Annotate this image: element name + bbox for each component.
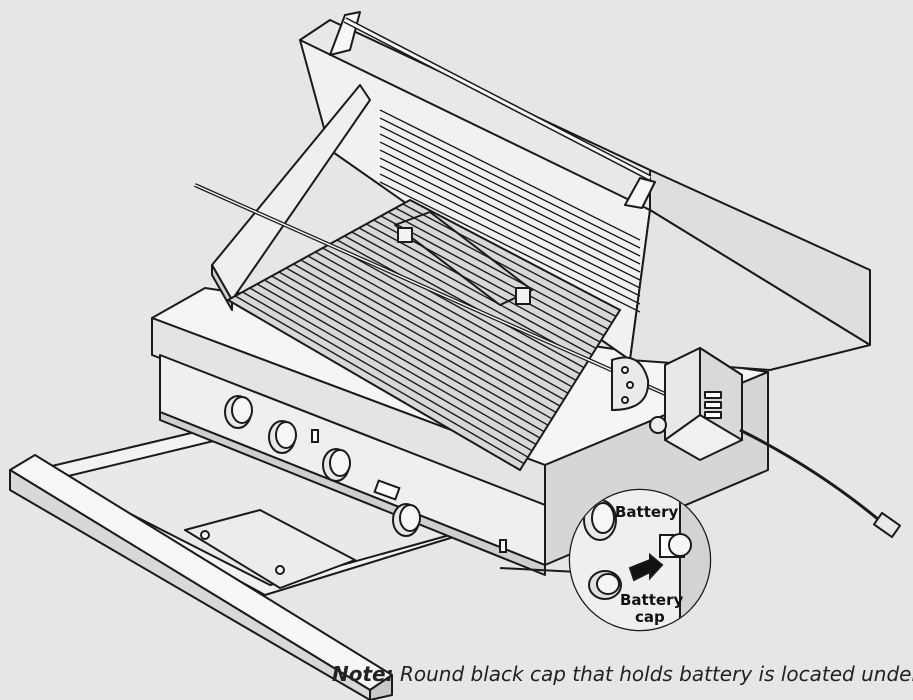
grate-bar bbox=[387, 211, 609, 330]
burner-knob-4-icon[interactable] bbox=[392, 503, 421, 537]
left-side-panel bbox=[211, 84, 371, 311]
battery-label: Battery bbox=[615, 503, 678, 521]
grate-bar bbox=[336, 239, 581, 375]
grate-bar bbox=[300, 259, 561, 407]
rack-bar bbox=[379, 173, 641, 305]
rack-bar bbox=[379, 181, 641, 313]
grate-bar bbox=[242, 291, 529, 458]
battery-callout: Battery Battery cap bbox=[568, 488, 712, 632]
grate-bar bbox=[322, 247, 573, 388]
rotisserie-spit bbox=[194, 183, 691, 407]
grate-bar bbox=[234, 295, 525, 465]
grate-bar bbox=[402, 203, 617, 318]
rotisserie-motor bbox=[649, 347, 902, 539]
grate-bar bbox=[285, 267, 553, 420]
grate-bar bbox=[395, 207, 613, 324]
note-text: Note: Round black cap that holds battery… bbox=[332, 660, 913, 688]
grate-bar bbox=[380, 215, 605, 337]
battery-cap-label-line1: Battery bbox=[620, 591, 683, 609]
callout-leader-line bbox=[499, 567, 579, 573]
rack-bar bbox=[379, 149, 641, 281]
grate-bar bbox=[307, 255, 565, 401]
burner-knob-1-icon[interactable] bbox=[224, 395, 253, 429]
grate-bar bbox=[344, 235, 585, 369]
battery-cap-label-line2: cap bbox=[635, 608, 665, 626]
rack-bar bbox=[379, 117, 641, 249]
note-body: Round black cap that holds battery is lo… bbox=[399, 662, 913, 686]
grate-bar bbox=[409, 199, 621, 311]
grate-bar bbox=[249, 287, 533, 452]
cooking-grates bbox=[225, 198, 622, 472]
grate-bar bbox=[271, 275, 545, 433]
grate-bar bbox=[351, 231, 589, 362]
grate-bar bbox=[329, 243, 577, 382]
grate-bar bbox=[293, 263, 557, 414]
rack-bar bbox=[379, 133, 641, 265]
brand-badge-icon bbox=[373, 479, 401, 501]
grate-bar bbox=[278, 271, 549, 426]
rack-bar bbox=[379, 157, 641, 289]
grate-bar bbox=[358, 227, 593, 356]
burner-knob-2-icon[interactable] bbox=[268, 420, 297, 454]
rack-bar bbox=[379, 109, 641, 241]
grate-bar bbox=[256, 283, 537, 446]
burner-knob-3-icon[interactable] bbox=[322, 448, 351, 482]
grate-bar bbox=[264, 279, 541, 439]
grate-bar bbox=[315, 251, 569, 394]
rack-bar bbox=[379, 125, 641, 257]
note-prefix: Note: bbox=[332, 662, 394, 686]
grate-bar bbox=[365, 223, 597, 350]
spit-bracket bbox=[611, 356, 650, 412]
drip-tray bbox=[9, 424, 471, 700]
grate-bar bbox=[227, 299, 521, 471]
rack-bar bbox=[379, 141, 641, 273]
control-knobs bbox=[224, 395, 507, 553]
rack-bar bbox=[379, 165, 641, 297]
warming-rack bbox=[379, 109, 641, 313]
